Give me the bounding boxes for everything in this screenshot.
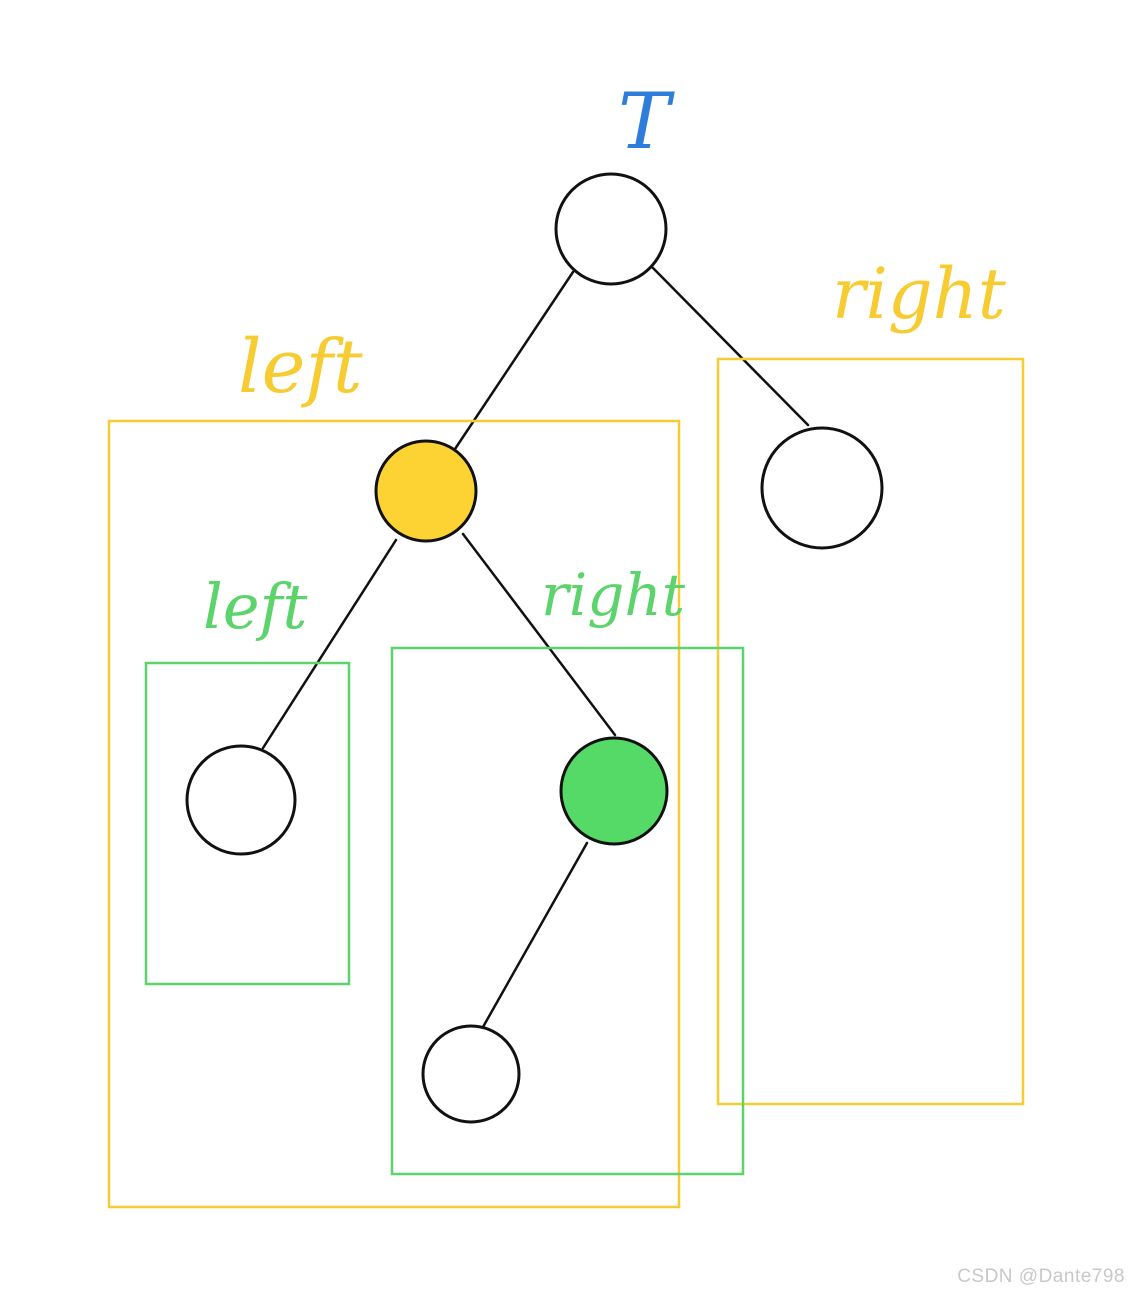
- left-left-grandchild-node: [185, 744, 297, 856]
- edge-root-right: [651, 266, 810, 427]
- watermark-text: CSDN @Dante798: [957, 1266, 1125, 1287]
- outer-right-label: right: [832, 253, 1007, 335]
- inner-left-label: left: [203, 570, 307, 643]
- tree-nodes: [185, 172, 884, 1124]
- great-grandchild-node: [421, 1024, 521, 1124]
- outer-left-subtree-box: [107, 419, 681, 1209]
- left-right-grandchild-node: [559, 736, 669, 846]
- right-child-node: [760, 426, 884, 550]
- left-child-node: [374, 439, 478, 543]
- edge-left-rightgrandchild: [461, 532, 617, 737]
- inner-left-subtree-box: [144, 661, 351, 986]
- root-node: [554, 172, 668, 286]
- inner-right-label: right: [541, 561, 686, 629]
- edge-left-leftgrandchild: [261, 538, 398, 750]
- inner-right-subtree-box: [390, 646, 745, 1176]
- edge-green-greatgrandchild: [481, 841, 589, 1029]
- outer-right-subtree-box: [716, 357, 1025, 1106]
- edge-root-left: [451, 270, 575, 454]
- root-label: T: [618, 77, 675, 167]
- outer-left-label: left: [238, 324, 363, 410]
